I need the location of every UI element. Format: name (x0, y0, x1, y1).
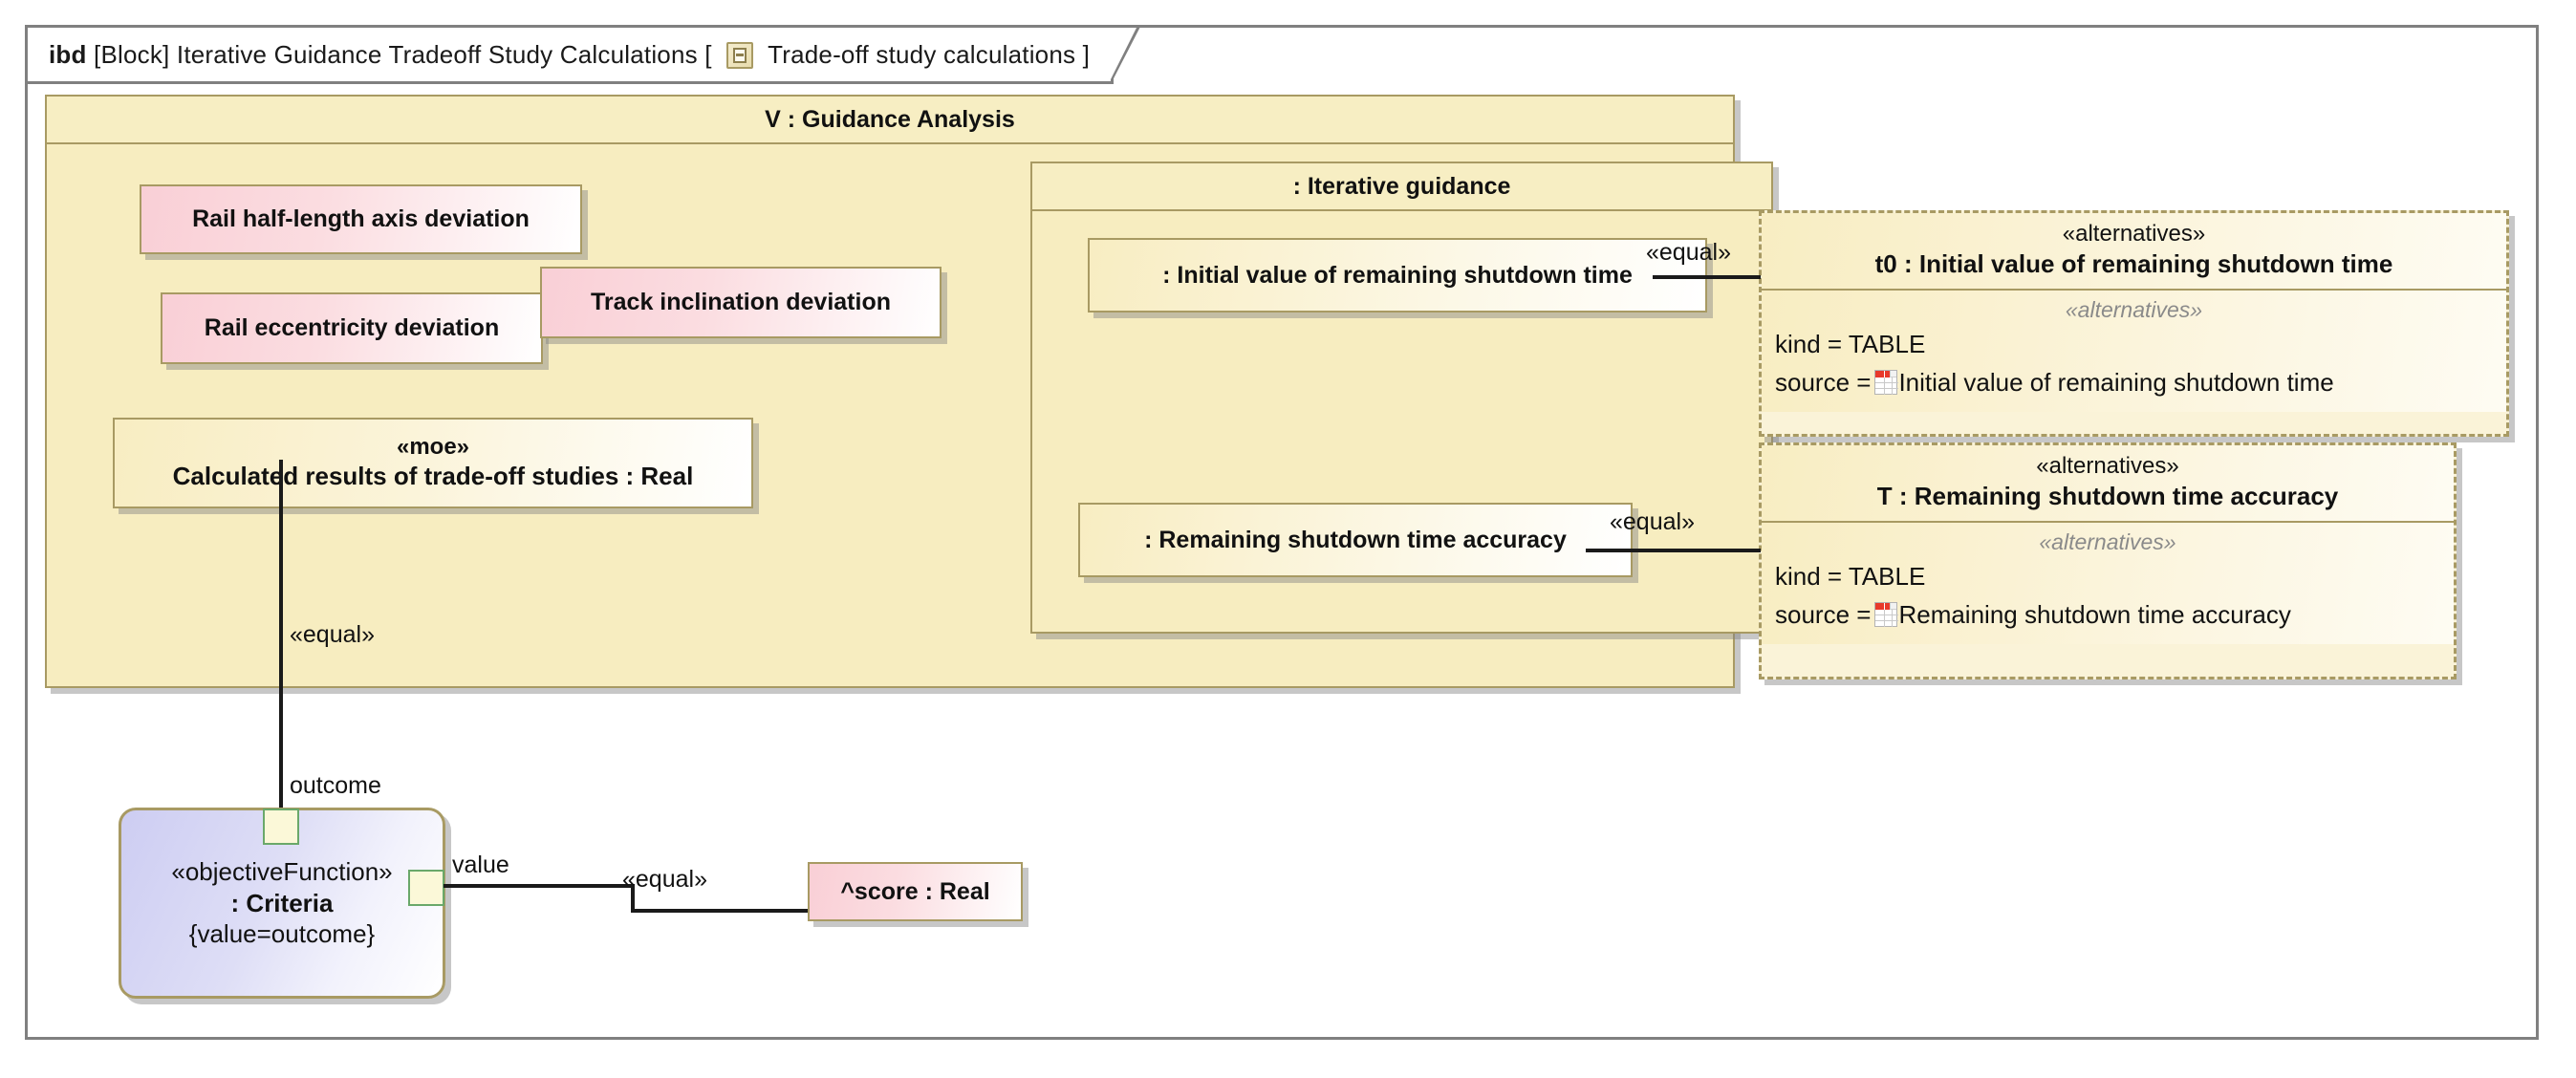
property-kind[interactable]: kind = TABLE (1762, 557, 2454, 596)
diagram-frame-title-tab: ibd [Block] Iterative Guidance Tradeoff … (25, 25, 1142, 84)
connector-equal-score-seg2[interactable] (631, 884, 635, 913)
alternatives-name: t0 : Initial value of remaining shutdown… (1874, 248, 2393, 278)
bracket-open: [ (704, 39, 712, 69)
moe-name: Calculated results of trade-off studies … (172, 462, 694, 491)
table-icon (1874, 602, 1899, 628)
value-track-inclination-deviation[interactable]: Track inclination deviation (540, 267, 942, 338)
connector-equal-score-seg1[interactable] (444, 884, 635, 888)
block-diagram-icon (726, 41, 754, 69)
value-rail-eccentricity-deviation[interactable]: Rail eccentricity deviation (161, 292, 543, 364)
moe-stereotype: «moe» (396, 433, 470, 460)
alternatives-stereotype: «alternatives» (2036, 453, 2179, 479)
criteria-constraint: {value=outcome} (188, 919, 376, 949)
part-guidance-analysis-title: V : Guidance Analysis (47, 97, 1733, 144)
diagram-kind: ibd (49, 39, 87, 69)
alternatives-compartment-stereotype: «alternatives» (2039, 528, 2176, 554)
value-remaining-shutdown-time-accuracy[interactable]: : Remaining shutdown time accuracy (1078, 503, 1633, 577)
part-iterative-guidance-body: : Initial value of remaining shutdown ti… (1032, 211, 1771, 632)
property-text: kind = TABLE (1775, 329, 1926, 358)
diagram-view-name: Trade-off study calculations (768, 39, 1076, 69)
property-prefix: source = (1775, 368, 1872, 398)
connector-equal-score-label: «equal» (622, 866, 707, 893)
value-label: : Initial value of remaining shutdown ti… (1162, 261, 1633, 289)
alternatives-stereotype: «alternatives» (2062, 221, 2206, 247)
connector-equal-t0-line[interactable] (1653, 275, 1761, 279)
value-label: Rail eccentricity deviation (204, 314, 500, 342)
part-iterative-guidance-title: : Iterative guidance (1032, 163, 1771, 211)
port-value-label: value (452, 852, 509, 878)
alternatives-block-T[interactable]: «alternatives» T : Remaining shutdown ti… (1759, 442, 2457, 679)
value-initial-remaining-shutdown-time[interactable]: : Initial value of remaining shutdown ti… (1088, 238, 1707, 313)
value-rail-half-length-axis-deviation[interactable]: Rail half-length axis deviation (140, 184, 582, 254)
port-value[interactable] (408, 870, 444, 906)
connector-equal-outcome-label: «equal» (290, 621, 375, 648)
alternatives-compartment: «alternatives» kind = TABLE source = Rem… (1762, 522, 2454, 644)
value-label: Rail half-length axis deviation (192, 205, 530, 233)
alternatives-compartment-stereotype: «alternatives» (2065, 296, 2203, 322)
alternatives-header: «alternatives» t0 : Initial value of rem… (1762, 213, 2506, 291)
property-prefix: source = (1775, 600, 1872, 630)
connector-equal-t0-label: «equal» (1646, 239, 1731, 266)
connector-equal-score-seg3[interactable] (631, 909, 812, 913)
diagram-frame-title: ibd [Block] Iterative Guidance Tradeoff … (49, 40, 1090, 70)
bracket-close: ] (1082, 39, 1091, 69)
diagram-block-name: Iterative Guidance Tradeoff Study Calcul… (176, 39, 698, 69)
property-text: Initial value of remaining shutdown time (1898, 368, 2334, 398)
alternatives-name: T : Remaining shutdown time accuracy (1876, 481, 2339, 510)
connector-equal-outcome-line[interactable] (279, 460, 283, 813)
property-text: kind = TABLE (1775, 561, 1926, 591)
value-score-real[interactable]: ^score : Real (808, 862, 1023, 921)
value-label: Track inclination deviation (591, 289, 891, 316)
value-label: : Remaining shutdown time accuracy (1144, 526, 1567, 553)
part-iterative-guidance[interactable]: : Iterative guidance : Initial value of … (1030, 162, 1773, 634)
port-outcome[interactable] (263, 808, 299, 845)
value-calculated-results-moe[interactable]: «moe» Calculated results of trade-off st… (113, 418, 753, 508)
alternatives-block-t0[interactable]: «alternatives» t0 : Initial value of rem… (1759, 210, 2509, 437)
criteria-stereotype: «objectiveFunction» (171, 857, 393, 887)
property-kind[interactable]: kind = TABLE (1762, 325, 2506, 364)
criteria-name: : Criteria (230, 888, 334, 917)
port-outcome-label: outcome (290, 772, 381, 799)
diagram-scope: [Block] (94, 39, 170, 69)
property-source[interactable]: source = Initial value of remaining shut… (1762, 363, 2506, 402)
alternatives-compartment: «alternatives» kind = TABLE source = Ini… (1762, 290, 2506, 412)
connector-equal-T-label: «equal» (1610, 508, 1695, 535)
part-guidance-analysis[interactable]: V : Guidance Analysis Rail half-length a… (45, 95, 1773, 688)
connector-equal-T-line[interactable] (1586, 549, 1761, 552)
value-label: ^score : Real (840, 877, 990, 905)
part-guidance-analysis-body: Rail half-length axis deviation Rail ecc… (47, 144, 1773, 686)
property-text: Remaining shutdown time accuracy (1898, 600, 2291, 630)
alternatives-header: «alternatives» T : Remaining shutdown ti… (1762, 445, 2454, 523)
property-source[interactable]: source = Remaining shutdown time accurac… (1762, 595, 2454, 635)
table-icon (1874, 370, 1899, 396)
